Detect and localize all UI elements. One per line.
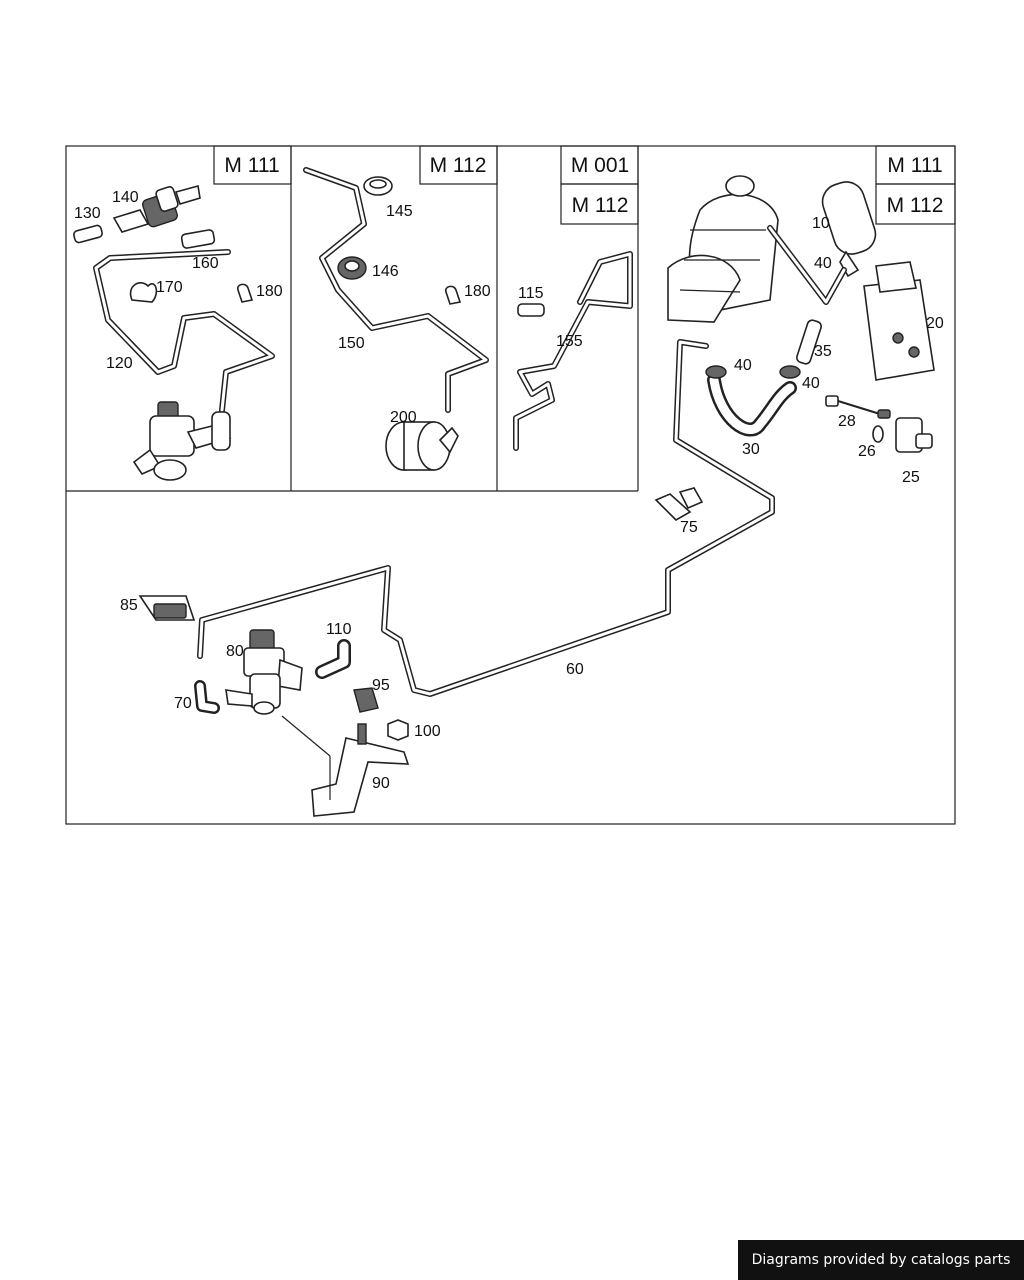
check-valve-140 (112, 184, 201, 233)
callout-130: 130 (74, 205, 101, 222)
callout-40a: 40 (814, 255, 832, 272)
svg-text:M 111: M 111 (887, 154, 942, 177)
clip-75 (654, 487, 704, 521)
callout-146: 146 (372, 263, 399, 280)
model-tag-panel1: M 111 (213, 145, 292, 185)
bracket-85 (138, 595, 196, 621)
line-60 (197, 339, 775, 697)
svg-text:M 112: M 112 (572, 194, 629, 217)
clamp-145 (363, 176, 393, 196)
clip-180b (444, 285, 462, 305)
clip-180a (236, 283, 254, 303)
hose-115 (517, 303, 545, 317)
callout-160: 160 (192, 255, 219, 272)
hose-110 (315, 639, 351, 679)
clamp-146 (337, 256, 367, 280)
bracket-90 (281, 715, 410, 817)
callout-140: 140 (112, 189, 139, 206)
callout-115: 115 (518, 285, 544, 302)
svg-text:M 001: M 001 (571, 154, 629, 177)
model-tag-panel4: M 111 M 112 (875, 145, 956, 225)
valve-25 (895, 417, 933, 453)
valve-80 (225, 629, 303, 715)
callout-145: 145 (386, 203, 413, 220)
callout-30: 30 (742, 441, 760, 458)
elbow-70 (194, 680, 220, 714)
model-tag-panel2: M 112 (419, 145, 498, 185)
callout-120: 120 (106, 355, 133, 372)
vacuum-valve-panel1 (132, 401, 232, 481)
callout-170: 170 (156, 279, 183, 296)
callout-100: 100 (414, 723, 441, 740)
canister-10 (821, 181, 877, 278)
callout-60: 60 (566, 661, 584, 678)
diagram-frame (65, 145, 956, 825)
hose-160 (180, 229, 216, 249)
callout-85: 85 (120, 597, 138, 614)
callout-180a: 180 (256, 283, 283, 300)
model-tag-panel3: M 001 M 112 (560, 145, 639, 225)
callout-90: 90 (372, 775, 390, 792)
damper-200 (385, 421, 459, 471)
svg-text:M 112: M 112 (887, 194, 944, 217)
nut-100 (387, 719, 409, 741)
hose-130 (73, 224, 103, 244)
callout-labels: 130 140 160 170 180 120 145 146 180 150 … (74, 189, 944, 792)
clamp-40c (779, 365, 801, 379)
callout-20: 20 (926, 315, 944, 332)
callout-155: 155 (556, 333, 583, 350)
callout-95: 95 (372, 677, 390, 694)
callout-28: 28 (838, 413, 856, 430)
callout-110: 110 (326, 621, 352, 638)
line-150 (303, 167, 489, 413)
callout-80: 80 (226, 643, 244, 660)
hose-35 (796, 319, 822, 365)
hose-30 (707, 373, 797, 437)
svg-text:M 112: M 112 (430, 154, 487, 177)
line-155 (513, 251, 633, 451)
throttle-housing (667, 175, 779, 323)
sensor-28 (825, 395, 891, 419)
clip-170 (129, 282, 158, 303)
callout-70: 70 (174, 695, 192, 712)
canister-20 (863, 261, 935, 381)
callout-40c: 40 (802, 375, 820, 392)
clip-95 (353, 687, 379, 713)
line-upper-panel4 (767, 225, 847, 305)
seal-26 (872, 425, 884, 443)
callout-26: 26 (858, 443, 876, 460)
line-120 (93, 249, 275, 413)
callout-40b: 40 (734, 357, 752, 374)
callout-75: 75 (680, 519, 698, 536)
callout-35: 35 (814, 343, 832, 360)
callout-25: 25 (902, 469, 920, 486)
svg-text:M 111: M 111 (224, 154, 279, 177)
callout-10: 10 (812, 215, 830, 232)
callout-180b: 180 (464, 283, 491, 300)
footer-banner: Diagrams provided by catalogs parts (738, 1240, 1024, 1280)
clamp-40b (705, 365, 727, 379)
callout-150: 150 (338, 335, 365, 352)
callout-200: 200 (390, 409, 417, 426)
